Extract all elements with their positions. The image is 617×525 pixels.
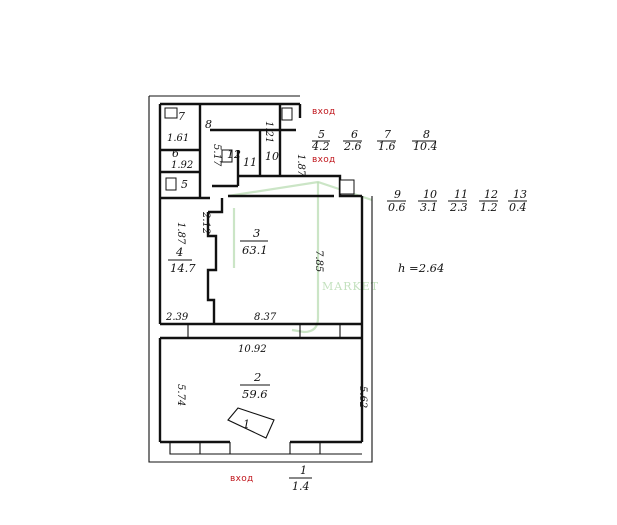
dim-1-61: 1.61 bbox=[167, 133, 189, 144]
room-11-label: 11 bbox=[243, 156, 257, 169]
fixture-sink-icon bbox=[281, 107, 293, 121]
fixture-toilet-icon bbox=[165, 177, 177, 191]
legend-7-number: 7 bbox=[384, 128, 391, 141]
legend-1-number: 1 bbox=[300, 464, 307, 477]
fixture-sink-icon bbox=[164, 107, 178, 119]
dim-2-39: 2.39 bbox=[165, 312, 189, 323]
dim-8-37: 8.37 bbox=[254, 312, 277, 323]
ceiling-height: h =2.64 bbox=[398, 261, 444, 275]
legend-1-area: 1.4 bbox=[292, 480, 310, 493]
room-4-number: 4 bbox=[175, 245, 183, 259]
legend-13-number: 13 bbox=[513, 188, 527, 201]
legend-9-area: 0.6 bbox=[388, 201, 406, 214]
room-labels: 7 8 6 5 12 11 10 1 3 63.1 4 14.7 2 59.6 bbox=[168, 110, 279, 431]
room-3-area: 63.1 bbox=[242, 243, 268, 257]
dim-1-21: 1.21 bbox=[263, 121, 274, 143]
fixtures bbox=[164, 107, 362, 455]
legend-13-area: 0.4 bbox=[509, 201, 527, 214]
dim-7-85: 7.85 bbox=[313, 250, 324, 272]
legend-6-number: 6 bbox=[351, 128, 358, 141]
dim-1-87b: 1.87 bbox=[295, 154, 306, 177]
room-8-label: 8 bbox=[205, 118, 212, 131]
legend-5-area: 4.2 bbox=[311, 140, 330, 153]
dim-5-74: 5.74 bbox=[175, 384, 186, 406]
legend-bottom: 1 1.4 bbox=[289, 464, 312, 493]
room-12-label: 12 bbox=[227, 148, 241, 161]
watermark-logo: MARKET bbox=[227, 180, 379, 334]
fixture-vent-icon bbox=[339, 179, 355, 195]
dim-2-12: 2.12 bbox=[200, 211, 211, 234]
legend-10-number: 10 bbox=[423, 188, 437, 201]
room-3-number: 3 bbox=[253, 226, 260, 240]
legend-row-2: 9 0.6 10 3.1 11 2.3 12 1.2 13 0.4 bbox=[387, 188, 527, 214]
legend-6-area: 2.6 bbox=[343, 140, 362, 153]
legend-10-area: 3.1 bbox=[420, 201, 438, 214]
legend-8-area: 10.4 bbox=[413, 140, 438, 153]
legend-12-area: 1.2 bbox=[480, 201, 498, 214]
room-2-area: 59.6 bbox=[242, 387, 268, 401]
dim-1-87: 1.87 bbox=[175, 222, 186, 245]
dim-10-92: 10.92 bbox=[238, 344, 267, 355]
entry-label-middle: вход bbox=[312, 155, 336, 165]
legend-7-area: 1.6 bbox=[378, 140, 396, 153]
room-10-label: 10 bbox=[265, 150, 279, 163]
entry-label-bottom: вход bbox=[230, 474, 254, 484]
room-1-label: 1 bbox=[243, 418, 250, 431]
dim-5-17: 5.17 bbox=[211, 144, 222, 167]
dimensions: 10.92 8.37 2.39 5.74 5.62 7.85 1.87 2.12… bbox=[165, 121, 368, 408]
outer-walls bbox=[148, 95, 373, 463]
legend-5-number: 5 bbox=[318, 128, 325, 141]
room-7-label: 7 bbox=[178, 110, 185, 123]
room-6-label: 6 bbox=[172, 147, 179, 160]
legend-8-number: 8 bbox=[423, 128, 430, 141]
room-4-area: 14.7 bbox=[170, 261, 196, 275]
legend-12-number: 12 bbox=[484, 188, 498, 201]
watermark-text: MARKET bbox=[322, 280, 379, 293]
legend-11-number: 11 bbox=[454, 188, 468, 201]
entry-label-top: вход bbox=[312, 107, 336, 117]
room-2-number: 2 bbox=[253, 370, 261, 384]
room-5-label: 5 bbox=[181, 178, 188, 191]
dim-1-92: 1.92 bbox=[171, 160, 193, 171]
dim-5-62: 5.62 bbox=[357, 386, 368, 408]
legend-9-number: 9 bbox=[394, 188, 401, 201]
fixture-toilet-icon bbox=[221, 149, 233, 163]
legend-11-area: 2.3 bbox=[449, 201, 468, 214]
legend-row-1: 5 4.2 6 2.6 7 1.6 8 10.4 bbox=[311, 128, 438, 153]
partitions bbox=[160, 104, 362, 340]
